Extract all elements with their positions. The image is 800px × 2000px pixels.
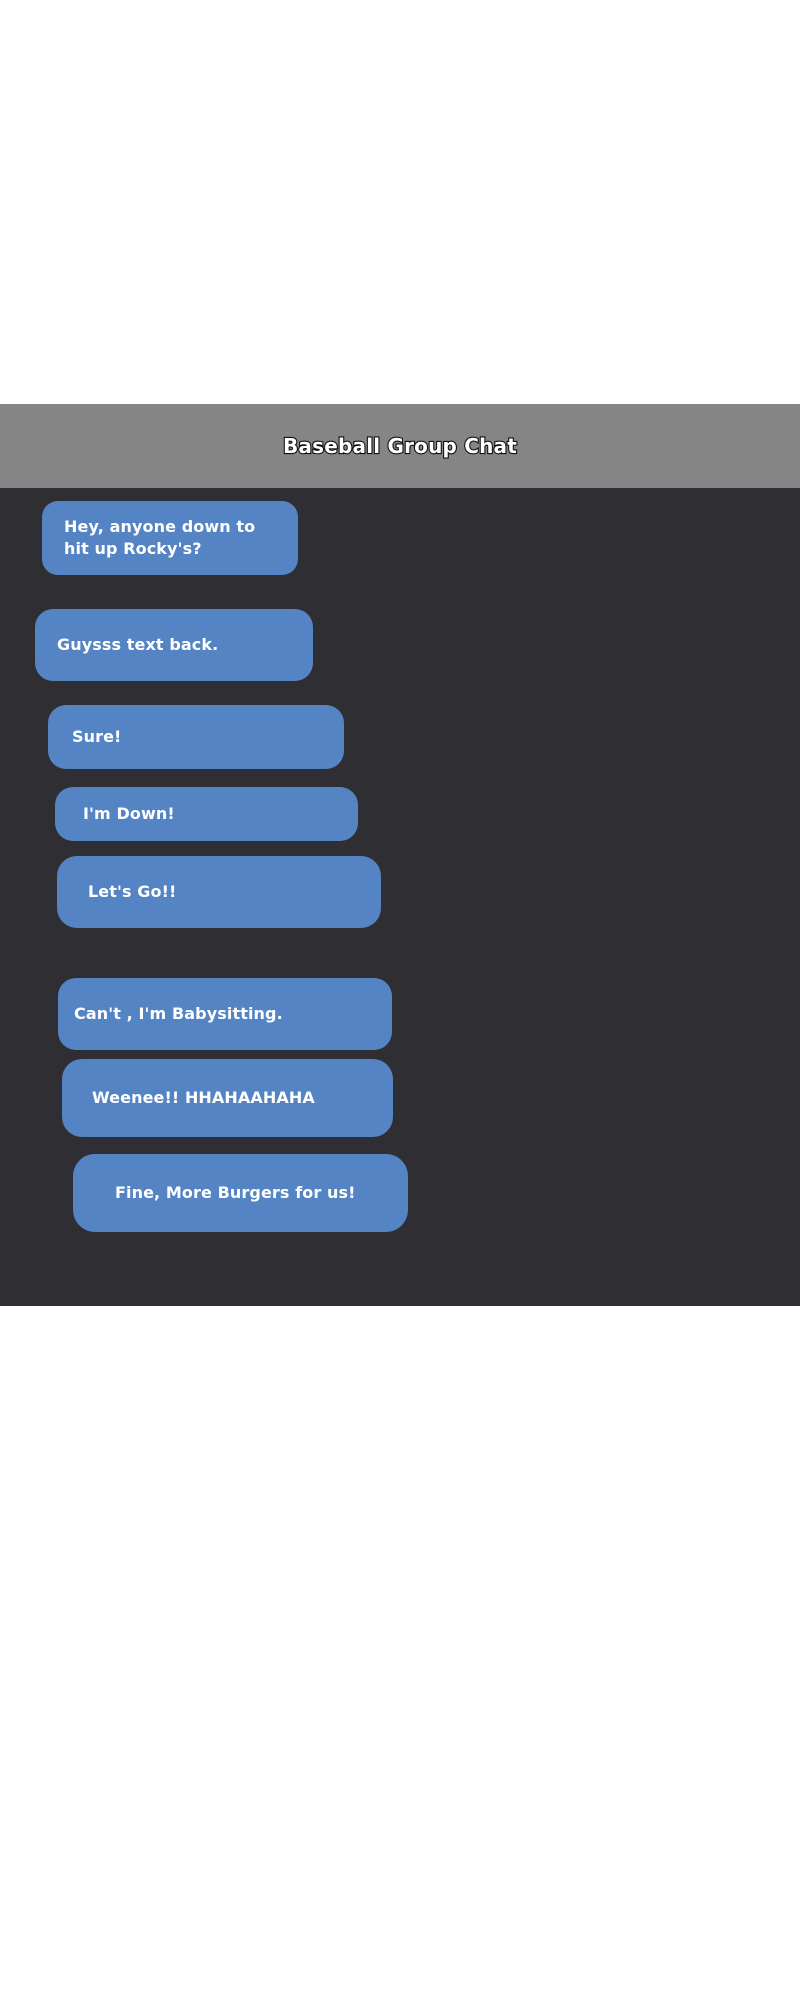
bubble-surface[interactable]: Weenee!! HHAHAAHAHA <box>62 1059 393 1137</box>
bubble-surface[interactable]: Guysss text back. <box>35 609 313 681</box>
message-text: Sure! <box>72 727 122 747</box>
bubble-surface[interactable]: Let's Go!! <box>57 856 381 928</box>
message-bubble[interactable]: Sure! <box>48 705 344 769</box>
message-bubble[interactable]: I'm Down! <box>55 787 358 841</box>
message-text: Let's Go!! <box>88 882 177 902</box>
message-text: Weenee!! HHAHAAHAHA <box>92 1088 315 1108</box>
bubble-surface[interactable]: Hey, anyone down to hit up Rocky's? <box>42 501 298 575</box>
message-text: Can't , I'm Babysitting. <box>74 1004 283 1024</box>
message-bubble[interactable]: Fine, More Burgers for us! <box>73 1154 408 1232</box>
message-bubble[interactable]: Can't , I'm Babysitting. <box>58 978 392 1050</box>
message-bubble[interactable]: Hey, anyone down to hit up Rocky's? <box>42 501 298 575</box>
message-bubble[interactable]: Guysss text back. <box>35 609 313 681</box>
bubble-surface[interactable]: Fine, More Burgers for us! <box>73 1154 408 1232</box>
message-text: Fine, More Burgers for us! <box>115 1183 356 1203</box>
message-text: I'm Down! <box>83 804 175 824</box>
chat-header: Baseball Group Chat <box>0 404 800 488</box>
bubble-surface[interactable]: Can't , I'm Babysitting. <box>58 978 392 1050</box>
message-text: Hey, anyone down to hit up Rocky's? <box>64 517 256 558</box>
page-title: Baseball Group Chat <box>282 433 518 459</box>
message-bubble[interactable]: Let's Go!! <box>57 856 381 928</box>
bubble-surface[interactable]: Sure! <box>48 705 344 769</box>
message-list[interactable]: Hey, anyone down to hit up Rocky's? Guys… <box>0 488 800 1306</box>
bubble-surface[interactable]: I'm Down! <box>55 787 358 841</box>
message-text: Guysss text back. <box>57 635 219 655</box>
message-bubble[interactable]: Weenee!! HHAHAAHAHA <box>62 1059 393 1137</box>
